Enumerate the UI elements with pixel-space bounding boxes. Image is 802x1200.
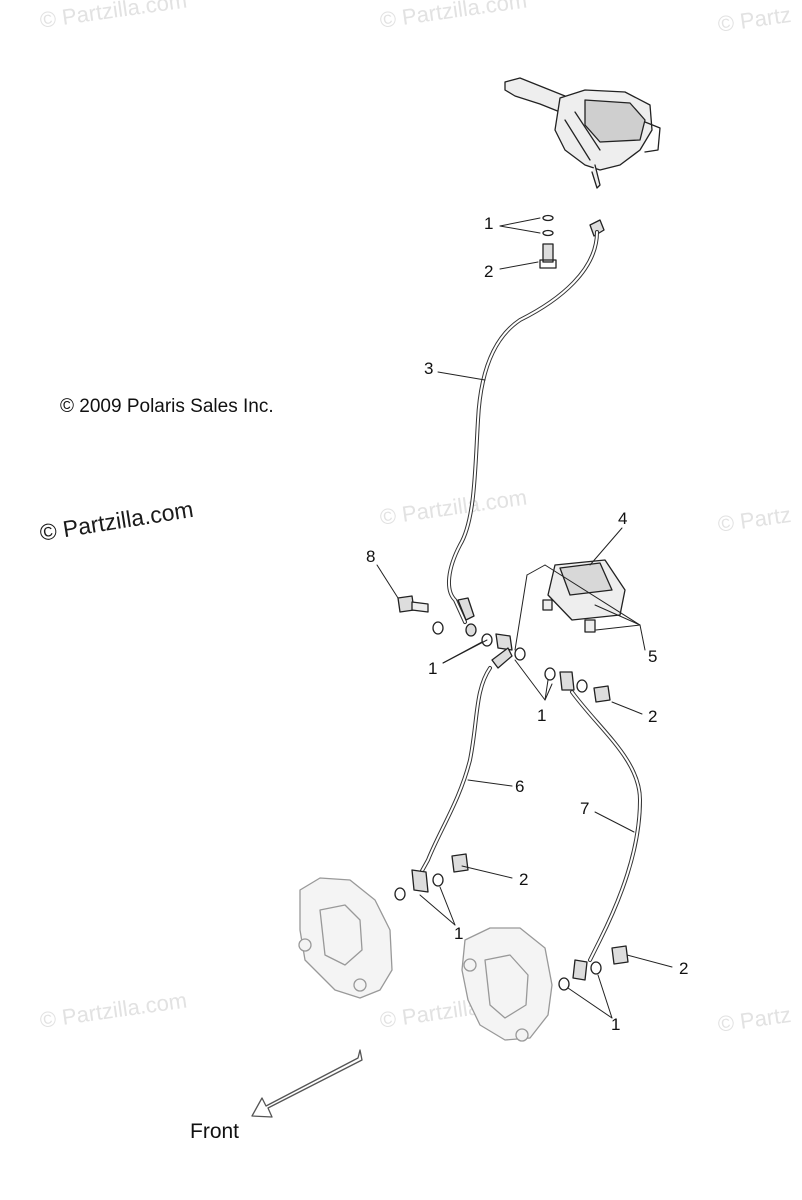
callout-3: 3 <box>424 359 434 378</box>
callout-1: 1 <box>484 214 494 233</box>
callout-1: 1 <box>537 706 547 725</box>
callout-2: 2 <box>484 262 494 281</box>
callout-2: 2 <box>648 707 658 726</box>
left-caliper-drawing <box>298 877 393 999</box>
right-caliper-drawing <box>461 927 553 1042</box>
callout-4: 4 <box>618 509 628 528</box>
callout-2: 2 <box>519 870 529 889</box>
junction-block-drawing <box>542 559 626 633</box>
front-label: Front <box>190 1120 240 1143</box>
callout-7: 7 <box>580 799 590 818</box>
callout-8: 8 <box>366 547 376 566</box>
callout-2: 2 <box>679 959 689 978</box>
callout-1: 1 <box>611 1015 621 1034</box>
master-cylinder-drawing <box>504 77 661 189</box>
copyright-notice: © 2009 Polaris Sales Inc. <box>60 396 274 417</box>
callout-6: 6 <box>515 777 525 796</box>
callout-1: 1 <box>428 659 438 678</box>
callout-5: 5 <box>648 647 658 666</box>
callout-1: 1 <box>454 924 464 943</box>
